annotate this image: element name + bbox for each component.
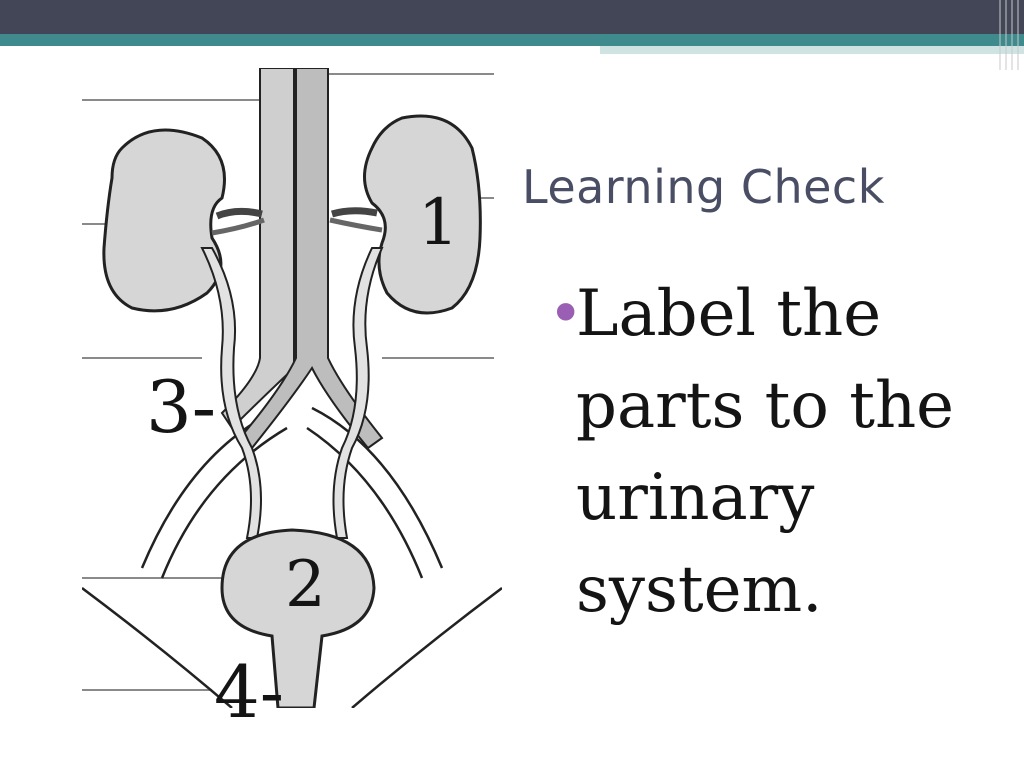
slide-edge-decoration (999, 0, 1019, 70)
diagram-label-3: 3- (146, 365, 217, 449)
right-kidney (329, 114, 482, 315)
bullet-dot-icon: • (548, 279, 584, 349)
slide-title: Learning Check (522, 160, 885, 214)
left-kidney (102, 128, 265, 313)
urinary-system-diagram (82, 68, 502, 708)
slide-bullet: • Label the parts to the urinary system. (548, 268, 988, 636)
bladder (220, 528, 376, 708)
slide-teal-stripe-light (600, 46, 1024, 54)
leader-lines (82, 73, 494, 691)
slide-bullet-text: Label the parts to the urinary system. (576, 277, 955, 627)
diagram-label-1: 1 (418, 186, 459, 260)
diagram-label-2: 2 (285, 548, 326, 622)
diagram-label-4: 4- (214, 650, 285, 734)
slide-top-band (0, 0, 1024, 34)
slide-teal-stripe (0, 34, 1024, 46)
